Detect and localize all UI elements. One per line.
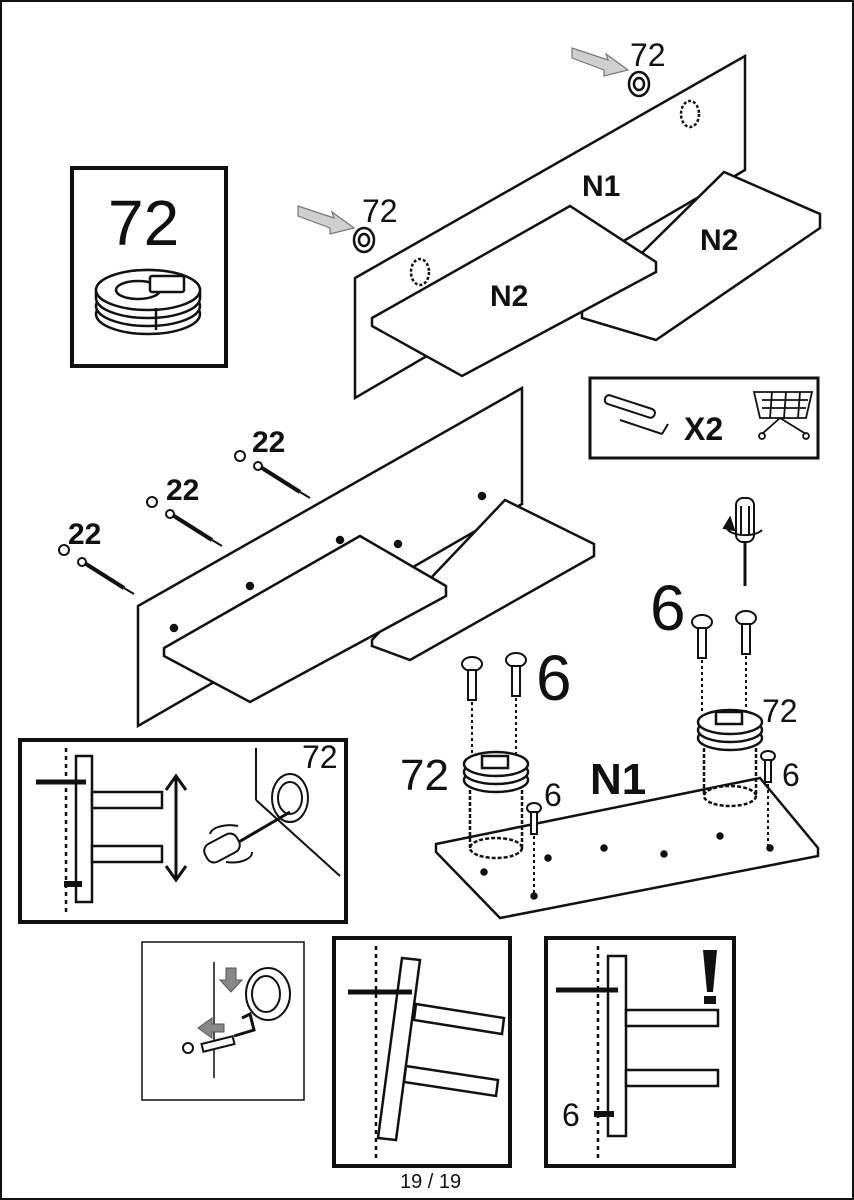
arrow-icon [297, 205, 356, 235]
label-n2-right: N2 [700, 224, 738, 257]
shelf-middle-left [162, 534, 448, 704]
bottom-assembly [434, 708, 820, 920]
shelf-n2-right [580, 170, 822, 342]
straight-panel-detail-box: 6 [544, 936, 736, 1168]
wall-fixing-detail-box: 72 [18, 738, 348, 924]
label-22-a: 22 [252, 426, 285, 459]
kit-box: X2 [588, 376, 820, 460]
dowel-hook-icon [603, 394, 669, 435]
shelf-n2-left [370, 204, 658, 378]
label-22-b: 22 [166, 474, 199, 507]
long-screw-22-a [234, 450, 311, 499]
page-number: 19 / 19 [400, 1171, 461, 1193]
fitting-72-top-left [352, 226, 376, 254]
label-6-left-pair: 6 [536, 642, 572, 714]
shelf-middle-right [370, 498, 596, 662]
arrow-icon [571, 47, 630, 77]
tilted-panel-detail-box [332, 936, 512, 1168]
cart-icon [752, 391, 814, 440]
fitting-72-top-right [627, 70, 651, 98]
hook-plug-detail-box [141, 941, 305, 1101]
screw-6-group [461, 610, 776, 896]
label-6-bottom-left: 6 [544, 777, 562, 813]
hook-screw-icon [182, 1011, 256, 1054]
label-6-right-pair: 6 [650, 572, 686, 644]
cam-turn-icon [203, 773, 309, 864]
kit-quantity: X2 [684, 411, 723, 447]
label-72-bottom-right: 72 [762, 693, 798, 729]
label-n2-left: N2 [490, 280, 528, 313]
label-n1-top: N1 [582, 170, 620, 203]
screwdriver-icon [722, 497, 763, 586]
label-6-detail: 6 [562, 1097, 580, 1133]
cam-fitting-icon [94, 268, 202, 336]
fitting-72-code: 72 [108, 187, 179, 259]
left-arrow-icon [197, 1017, 225, 1039]
label-72-detail: 72 [302, 739, 338, 775]
panel-n1-bottom [434, 776, 820, 920]
label-6-bottom-right: 6 [782, 757, 800, 793]
label-72-top-right: 72 [630, 37, 666, 73]
cam-fitting-left [462, 750, 530, 860]
label-22-c: 22 [68, 518, 101, 551]
hole-left [409, 257, 431, 287]
long-screw-22-c [58, 544, 135, 595]
label-n1-bottom: N1 [590, 755, 646, 804]
long-screw-22-b [146, 496, 223, 547]
label-72-bottom-left: 72 [400, 751, 449, 800]
top-assembly [352, 53, 822, 401]
middle-assembly [136, 385, 596, 729]
cam-fitting-right [696, 708, 764, 808]
down-arrow-icon [218, 967, 244, 993]
label-72-top-left: 72 [362, 193, 398, 229]
ring-fitting-icon [245, 967, 291, 1021]
fitting-72-box: 72 [70, 166, 228, 368]
hole-right [679, 99, 701, 129]
warning-icon [703, 950, 717, 1004]
adjust-arrow-icon [164, 773, 188, 883]
